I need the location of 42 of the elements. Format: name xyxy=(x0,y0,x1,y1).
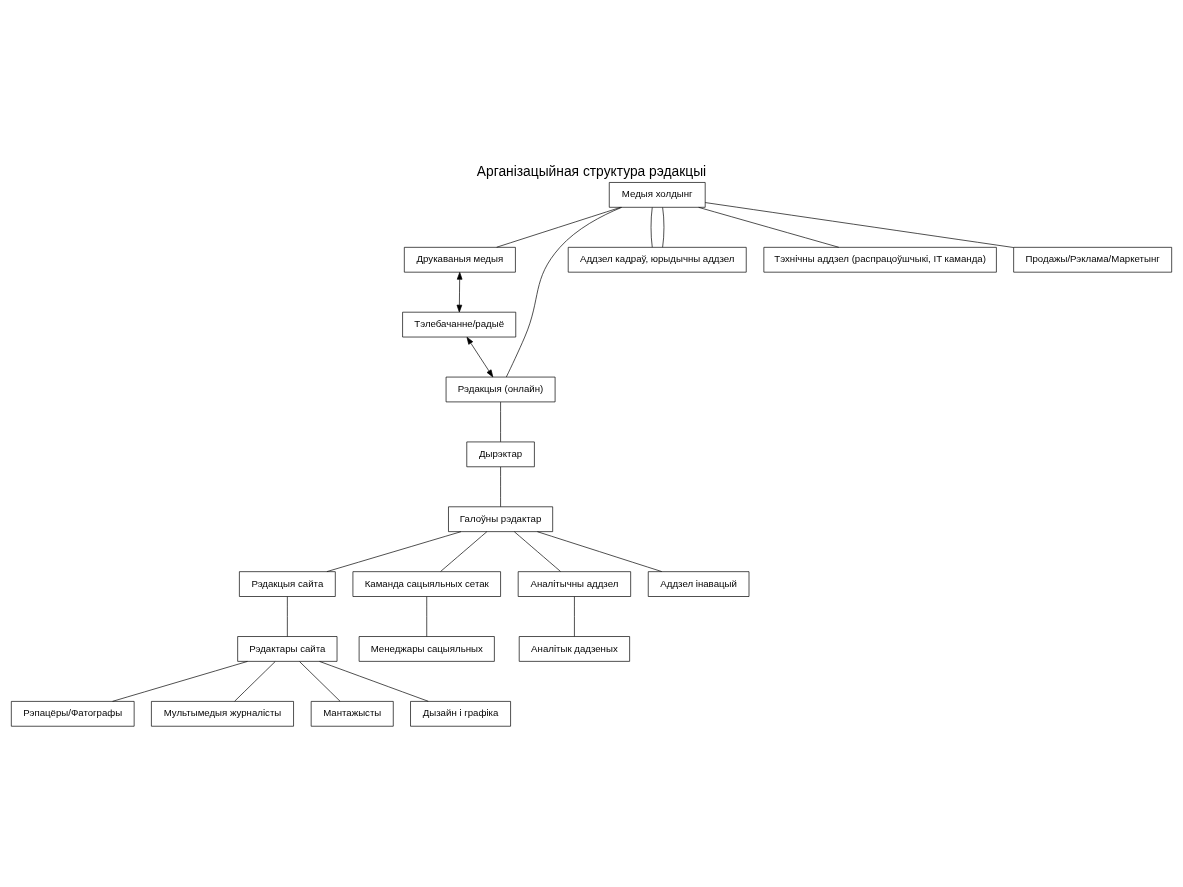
node-box: Мантажысты xyxy=(310,700,394,727)
connector xyxy=(299,660,341,702)
connector xyxy=(574,595,575,637)
node-box: Продажы/Рэклама/Маркетынг xyxy=(1013,246,1173,272)
node-box: Аддзел інавацый xyxy=(647,570,750,597)
node-box: Мультымедыя журналісты xyxy=(151,700,294,727)
node-box: Рэдактары сайта xyxy=(237,635,338,662)
connector xyxy=(506,206,623,377)
arrow xyxy=(456,271,463,312)
node-box: Аналітык дадзеных xyxy=(518,635,630,662)
node-box: Менеджары сацыяльных xyxy=(358,635,495,662)
connector xyxy=(440,530,488,572)
node-box: Тэхнічны аддзел (распрацоўшчыкі, IT каманда) xyxy=(763,246,997,272)
node-box: Галоўны рэдактар xyxy=(448,505,554,532)
node-box: Дызайн і графіка xyxy=(410,700,511,727)
arrow xyxy=(466,336,494,377)
connector xyxy=(112,660,248,702)
connector xyxy=(319,660,429,702)
connector xyxy=(234,660,276,702)
connector xyxy=(537,530,663,572)
node-box: Каманда сацыяльных сетак xyxy=(352,570,501,597)
diagram-title: Арганізацыйная структура рэдакцыі xyxy=(476,163,707,179)
node-box: Рэпацёры/Фатографы xyxy=(10,700,135,727)
connector xyxy=(500,466,501,507)
connector xyxy=(704,201,1014,248)
node-box: Дырэктар xyxy=(466,441,535,467)
node-box: Рэдакцыя (онлайн) xyxy=(445,376,556,402)
node-box: Тэлебачанне/радыё xyxy=(402,311,517,337)
connector xyxy=(513,530,561,572)
connector xyxy=(500,401,501,442)
connector xyxy=(326,530,462,572)
connector xyxy=(650,206,653,247)
node-box: Аддзел кадраў, юрыдычны аддзел xyxy=(567,246,747,272)
node-box: Рэдакцыя сайта xyxy=(239,570,336,597)
connector xyxy=(496,206,621,248)
connector xyxy=(287,595,288,637)
connector xyxy=(662,206,665,247)
connector xyxy=(698,206,840,248)
node-box: Друкаваныя медыя xyxy=(403,246,516,272)
node-box: Аналітычны аддзел xyxy=(517,570,631,597)
node-box: Медыя холдынг xyxy=(608,181,706,208)
connector xyxy=(426,595,428,637)
